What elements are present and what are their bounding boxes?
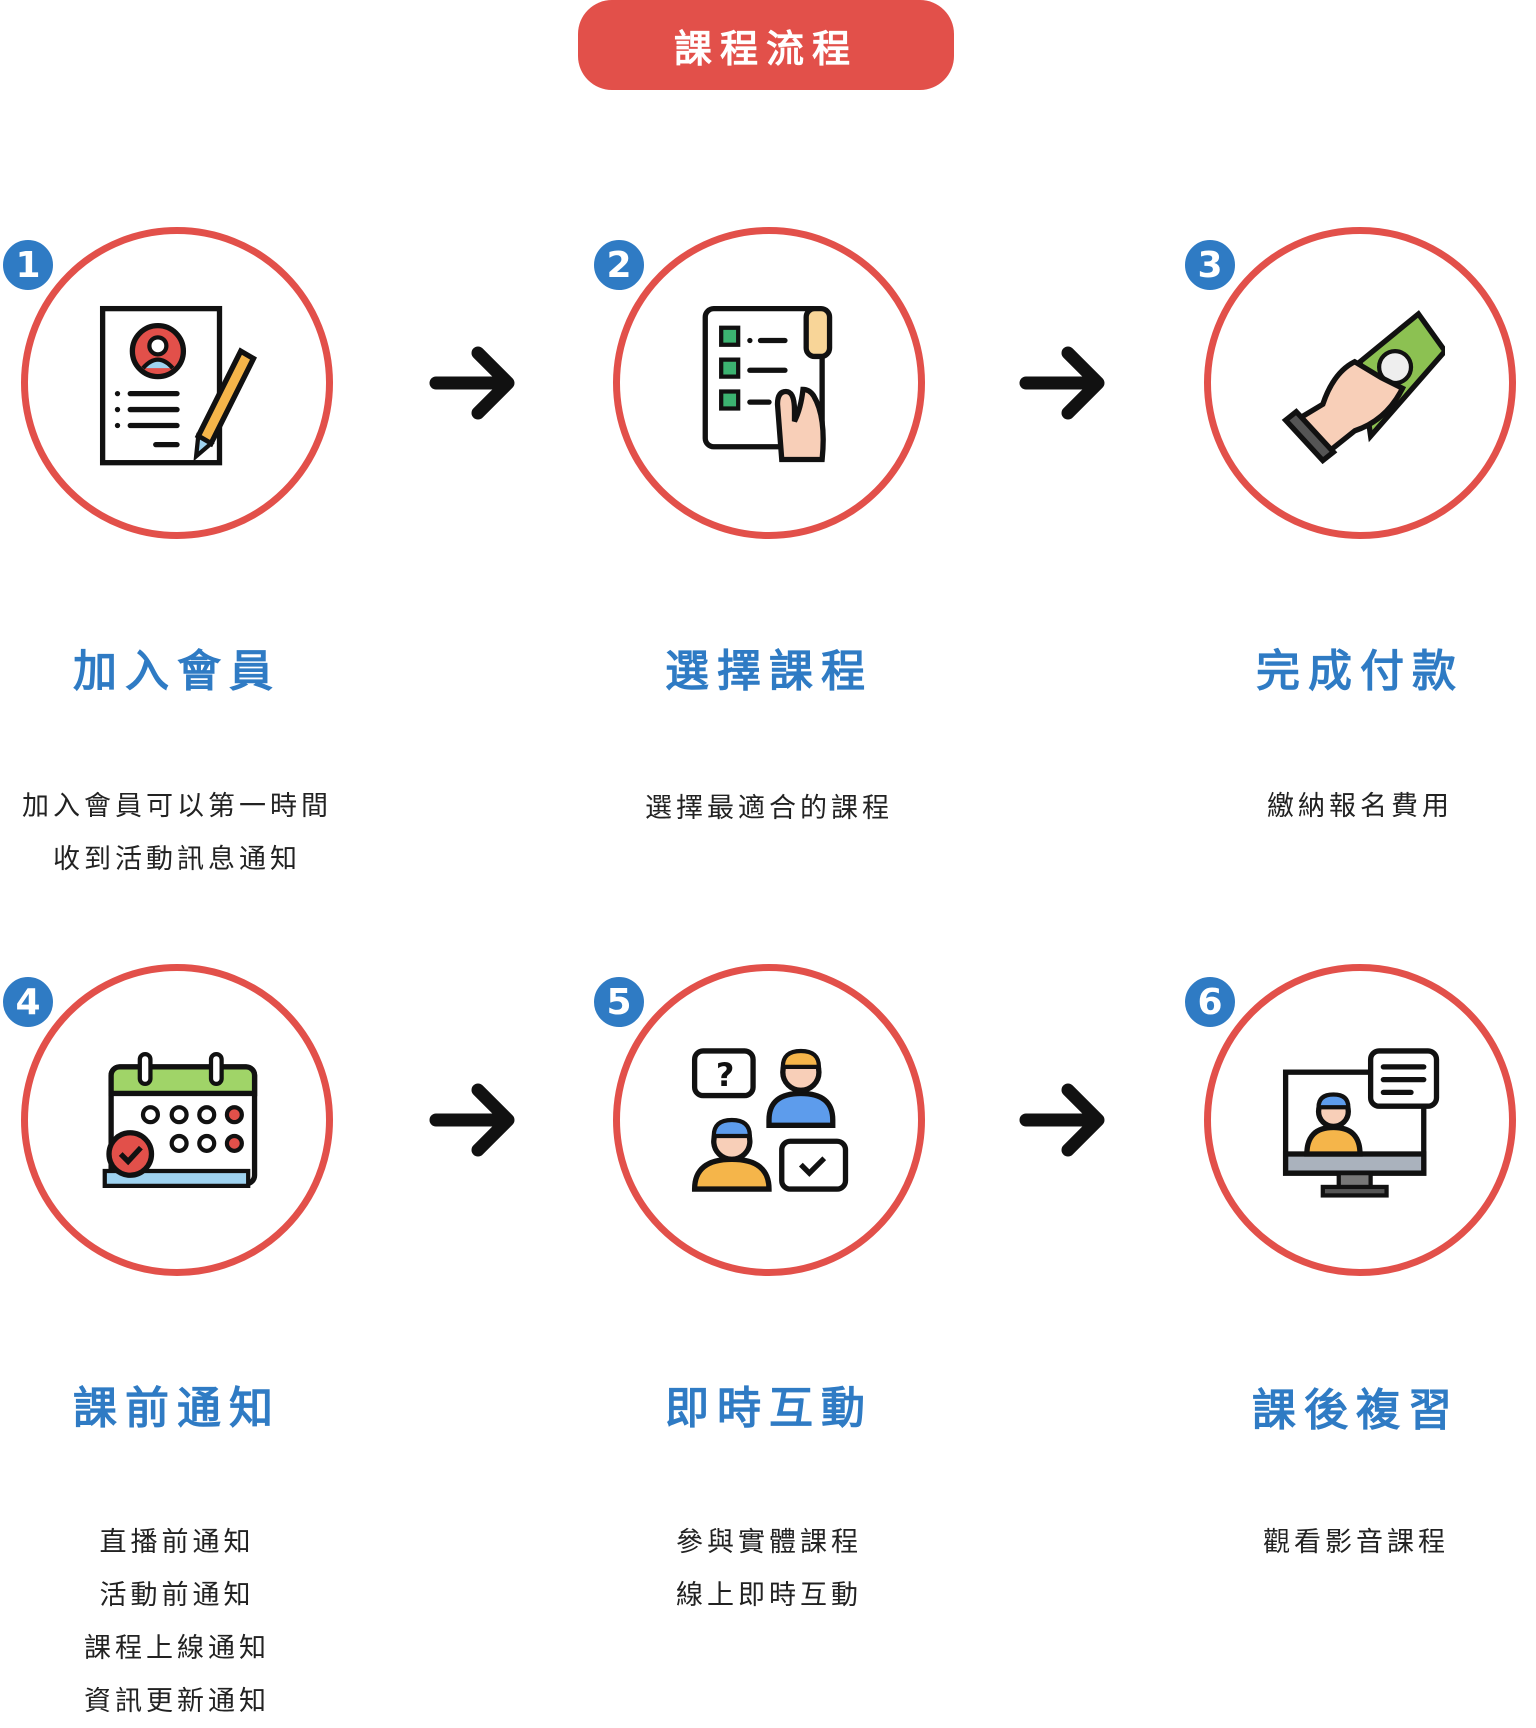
payment-money-icon xyxy=(1275,298,1445,468)
step-5-circle xyxy=(613,964,925,1276)
step-2-circle xyxy=(613,227,925,539)
step-6-badge: 6 xyxy=(1183,975,1237,1029)
step-1-badge: 1 xyxy=(1,238,55,292)
registration-form-icon xyxy=(92,298,262,468)
step-6-title: 課後複習 xyxy=(1252,1385,1460,1436)
step-3-title: 完成付款 xyxy=(1256,646,1464,697)
step-1-desc: 加入會員可以第一時間收到活動訊息通知 xyxy=(22,791,332,875)
online-video-icon xyxy=(1275,1035,1445,1205)
step-2-badge: 2 xyxy=(592,238,646,292)
step-5-desc: 參與實體課程線上即時互動 xyxy=(676,1527,862,1611)
step-1-title: 加入會員 xyxy=(73,646,281,697)
step-4-badge: 4 xyxy=(1,975,55,1029)
step-3-desc: 繳納報名費用 xyxy=(1267,791,1453,822)
step-6-desc: 觀看影音課程 xyxy=(1263,1527,1449,1558)
step-4-circle xyxy=(21,964,333,1276)
checklist-select-icon xyxy=(684,298,854,468)
page-title: 課程流程 xyxy=(578,0,954,90)
step-2-desc: 選擇最適合的課程 xyxy=(645,793,893,824)
step-5-title: 即時互動 xyxy=(665,1383,873,1434)
step-5-badge: 5 xyxy=(592,975,646,1029)
arrow-right-icon xyxy=(1018,343,1108,423)
step-4-desc: 直播前通知活動前通知課程上線通知資訊更新通知 xyxy=(84,1527,270,1717)
calendar-notification-icon xyxy=(92,1035,262,1205)
interaction-chat-icon xyxy=(684,1035,854,1205)
step-3-badge: 3 xyxy=(1183,238,1237,292)
step-1-circle xyxy=(21,227,333,539)
arrow-right-icon xyxy=(428,343,518,423)
arrow-right-icon xyxy=(428,1080,518,1160)
step-4-title: 課前通知 xyxy=(73,1383,281,1434)
step-2-title: 選擇課程 xyxy=(665,646,873,697)
step-3-circle xyxy=(1204,227,1516,539)
step-6-circle xyxy=(1204,964,1516,1276)
arrow-right-icon xyxy=(1018,1080,1108,1160)
